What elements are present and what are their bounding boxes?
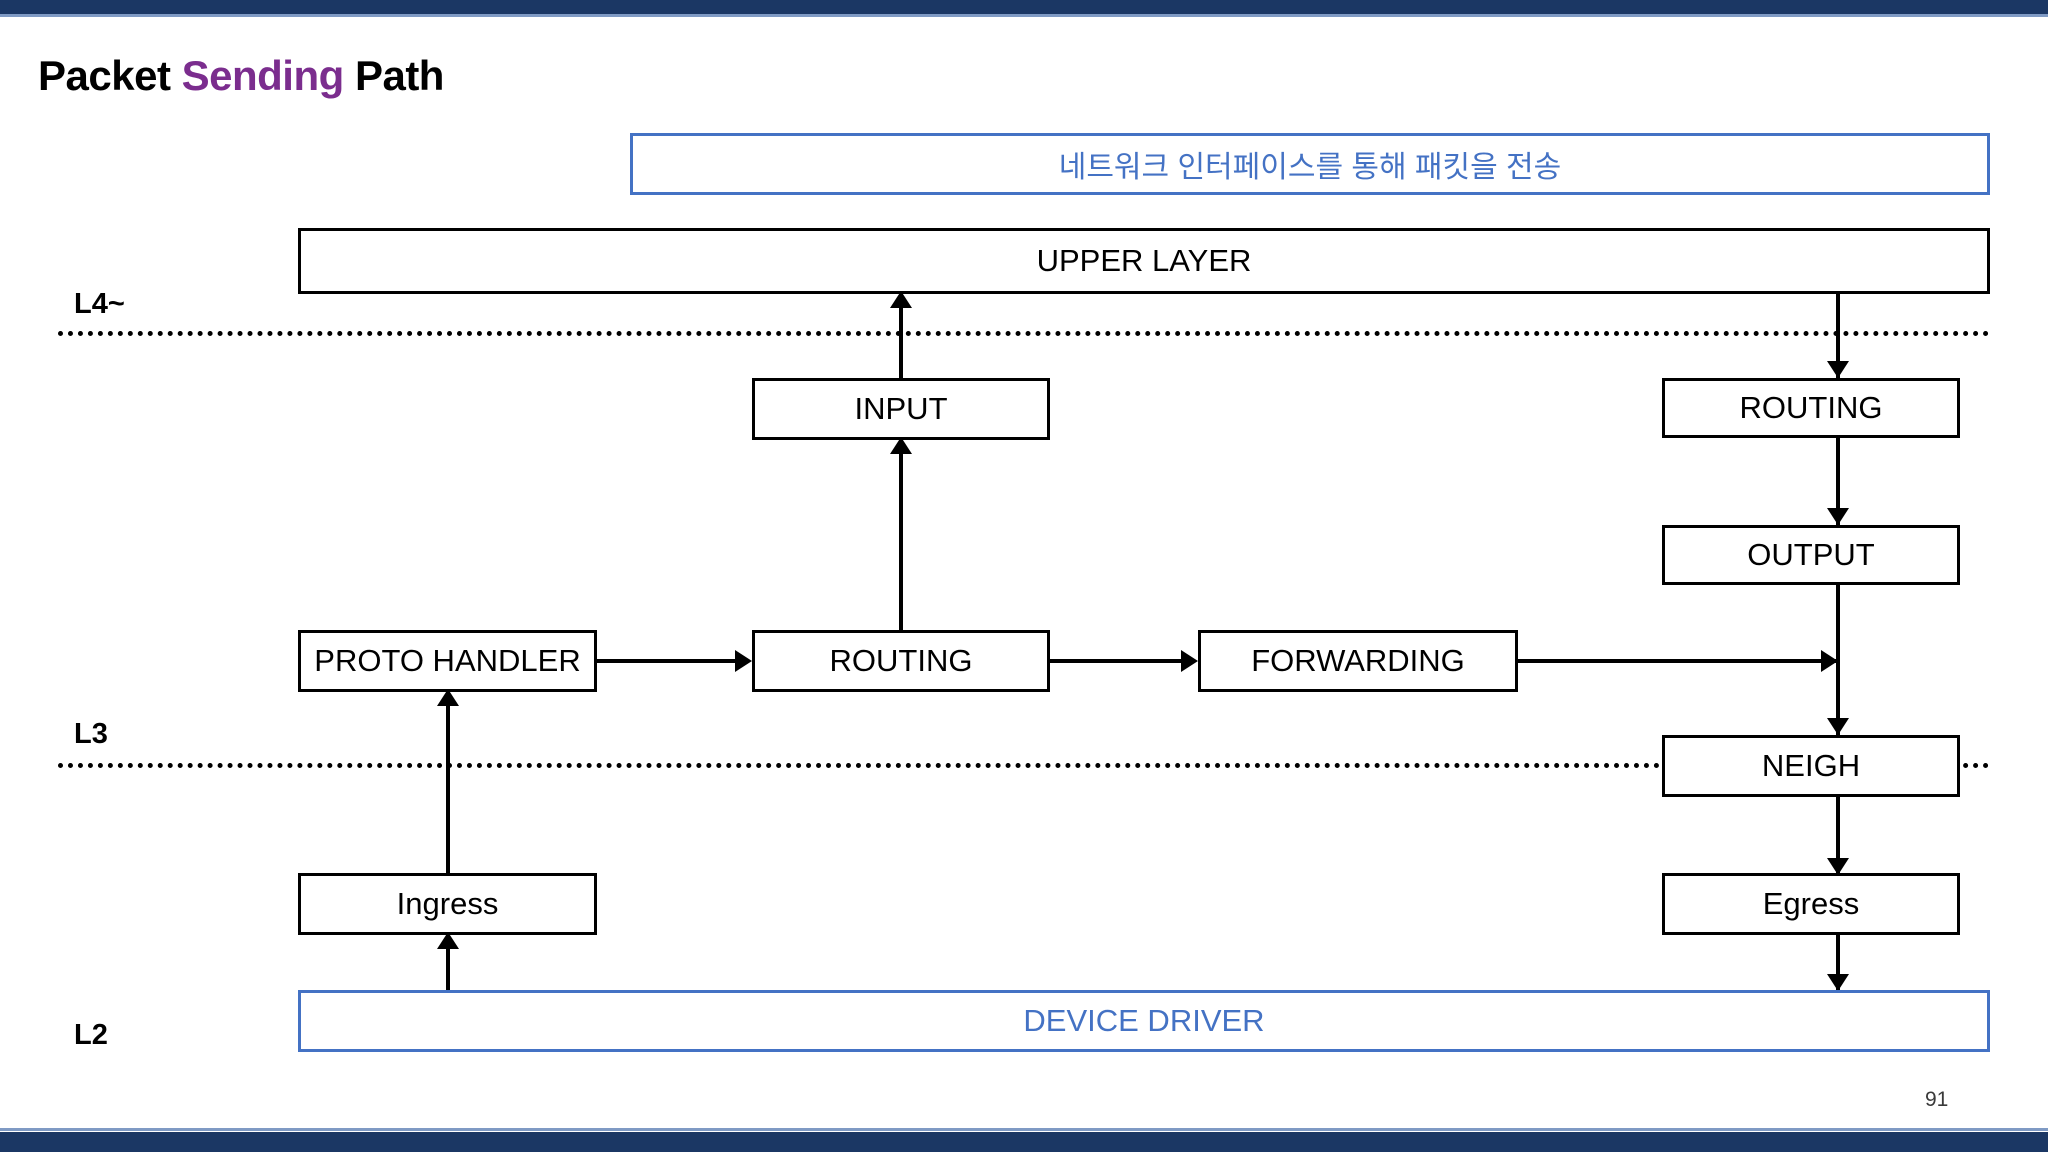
node-device-driver-label: DEVICE DRIVER bbox=[1023, 1003, 1265, 1038]
flow-egress-to-devicedriver-arrow bbox=[1827, 974, 1849, 991]
caption-text: 네트워크 인터페이스를 통해 패킷을 전송 bbox=[1058, 151, 1562, 184]
flow-protohandler-to-routing-arrow bbox=[735, 650, 752, 672]
node-proto-handler-label: PROTO HANDLER bbox=[314, 643, 581, 678]
node-routing-right[interactable]: ROUTING bbox=[1662, 378, 1960, 438]
title-prefix: Packet bbox=[38, 52, 182, 99]
flow-devicedriver-to-ingress-arrow bbox=[437, 932, 459, 949]
node-input[interactable]: INPUT bbox=[752, 378, 1050, 440]
flow-routing-to-input-arrow bbox=[890, 437, 912, 454]
caption-box: 네트워크 인터페이스를 통해 패킷을 전송 bbox=[630, 133, 1990, 195]
node-upper-layer-label: UPPER LAYER bbox=[1036, 243, 1252, 278]
flow-neigh-to-egress-line bbox=[1836, 797, 1840, 875]
layer-label-l4: L4~ bbox=[74, 288, 125, 320]
layer-label-l3: L3 bbox=[74, 718, 108, 750]
node-routing-middle[interactable]: ROUTING bbox=[752, 630, 1050, 692]
flow-routing-to-forwarding-line bbox=[1050, 659, 1182, 663]
layer-separator-l3 bbox=[58, 763, 1990, 768]
flow-upperlayer-to-routingright-arrow bbox=[1827, 361, 1849, 378]
node-egress[interactable]: Egress bbox=[1662, 873, 1960, 935]
node-routing-middle-label: ROUTING bbox=[829, 643, 973, 678]
bottom-accent-line bbox=[0, 1128, 2048, 1131]
node-neigh[interactable]: NEIGH bbox=[1662, 735, 1960, 797]
flow-output-to-neigh-line bbox=[1836, 585, 1840, 735]
node-device-driver[interactable]: DEVICE DRIVER bbox=[298, 990, 1990, 1052]
top-navy-bar bbox=[0, 0, 2048, 14]
flow-output-to-neigh-arrow bbox=[1827, 718, 1849, 735]
flow-routing-to-input-line bbox=[899, 440, 903, 633]
flow-neigh-to-egress-arrow bbox=[1827, 858, 1849, 875]
node-ingress[interactable]: Ingress bbox=[298, 873, 597, 935]
flow-routingright-to-output-line bbox=[1836, 438, 1840, 525]
title-accent: Sending bbox=[181, 52, 345, 99]
node-ingress-label: Ingress bbox=[396, 886, 499, 921]
flow-input-to-upperlayer-arrow bbox=[890, 291, 912, 308]
bottom-navy-bar bbox=[0, 1132, 2048, 1152]
flow-routing-to-forwarding-arrow bbox=[1181, 650, 1198, 672]
flow-ingress-to-protohandler-line bbox=[446, 692, 450, 875]
top-accent-line bbox=[0, 14, 2048, 17]
node-egress-label: Egress bbox=[1762, 886, 1860, 921]
flow-devicedriver-to-ingress-line bbox=[446, 935, 450, 990]
flow-forwarding-to-outputpath-arrow bbox=[1821, 650, 1838, 672]
flow-protohandler-to-routing-line bbox=[597, 659, 737, 663]
flow-forwarding-to-outputpath-line bbox=[1518, 659, 1840, 663]
node-output[interactable]: OUTPUT bbox=[1662, 525, 1960, 585]
page-title: Packet Sending Path bbox=[38, 52, 444, 100]
node-forwarding-label: FORWARDING bbox=[1251, 643, 1465, 678]
flow-upperlayer-to-routingright-line bbox=[1836, 294, 1840, 378]
flow-routingright-to-output-arrow bbox=[1827, 508, 1849, 525]
flow-input-to-upperlayer-line bbox=[899, 294, 903, 378]
page-number: 91 bbox=[1925, 1088, 1949, 1111]
node-routing-right-label: ROUTING bbox=[1739, 390, 1883, 425]
node-neigh-label: NEIGH bbox=[1761, 748, 1861, 783]
node-forwarding[interactable]: FORWARDING bbox=[1198, 630, 1518, 692]
layer-separator-l4 bbox=[58, 331, 1990, 336]
node-input-label: INPUT bbox=[854, 391, 948, 426]
layer-label-l2: L2 bbox=[74, 1019, 108, 1051]
node-proto-handler[interactable]: PROTO HANDLER bbox=[298, 630, 597, 692]
flow-ingress-to-protohandler-arrow bbox=[437, 689, 459, 706]
title-suffix: Path bbox=[343, 52, 445, 99]
node-output-label: OUTPUT bbox=[1747, 537, 1875, 572]
node-upper-layer[interactable]: UPPER LAYER bbox=[298, 228, 1990, 294]
flow-egress-to-devicedriver-line bbox=[1836, 935, 1840, 990]
